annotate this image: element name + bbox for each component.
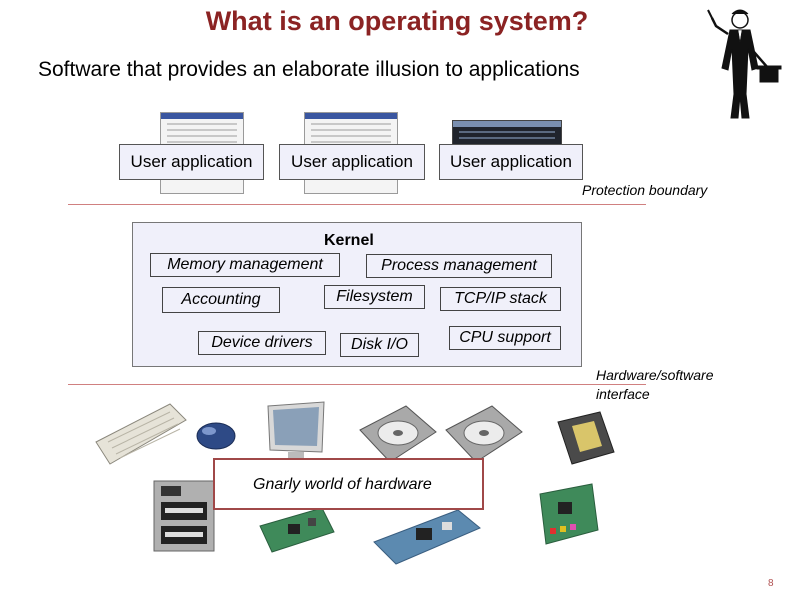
- user-application-box: User application: [439, 144, 583, 180]
- mouse-icon: [196, 422, 236, 450]
- hard-drive-icon: [445, 405, 523, 463]
- hw-sw-interface-label-line: interface: [596, 386, 650, 402]
- hardware-label-box: Gnarly world of hardware: [213, 458, 484, 510]
- protection-boundary-line: [68, 204, 646, 205]
- sound-card-icon: [539, 483, 599, 545]
- kernel-component-tcpip: TCP/IP stack: [440, 287, 561, 311]
- kernel-component-cpu: CPU support: [449, 326, 561, 350]
- hw-sw-interface-line: [68, 384, 646, 385]
- kernel-component-disk-io: Disk I/O: [340, 333, 419, 357]
- page-number: 8: [768, 578, 774, 589]
- slide-title: What is an operating system?: [205, 6, 589, 36]
- hard-drive-icon: [359, 405, 437, 463]
- kernel-component-device-drivers: Device drivers: [198, 331, 326, 355]
- hw-sw-interface-label-line: Hardware/software: [596, 367, 714, 383]
- usb-ports-icon: [153, 480, 215, 552]
- kernel-component-filesystem: Filesystem: [324, 285, 425, 309]
- expansion-card-icon: [373, 509, 481, 565]
- monitor-icon: [267, 401, 325, 467]
- magician-icon: [707, 9, 782, 119]
- kernel-component-process: Process management: [366, 254, 552, 278]
- magician-illustration: [707, 9, 782, 119]
- kernel-component-memory: Memory management: [150, 253, 340, 277]
- kernel-component-accounting: Accounting: [162, 287, 280, 313]
- keyboard-icon: [95, 403, 187, 465]
- cpu-chip-icon: [557, 411, 615, 465]
- user-application-box: User application: [279, 144, 425, 180]
- protection-boundary-label: Protection boundary: [582, 182, 708, 198]
- kernel-title: Kernel: [324, 232, 374, 249]
- hw-sw-interface-label: Hardware/software interface: [596, 366, 714, 404]
- slide-subtitle: Software that provides an elaborate illu…: [38, 58, 580, 81]
- expansion-card-icon: [259, 507, 335, 553]
- user-application-box: User application: [119, 144, 264, 180]
